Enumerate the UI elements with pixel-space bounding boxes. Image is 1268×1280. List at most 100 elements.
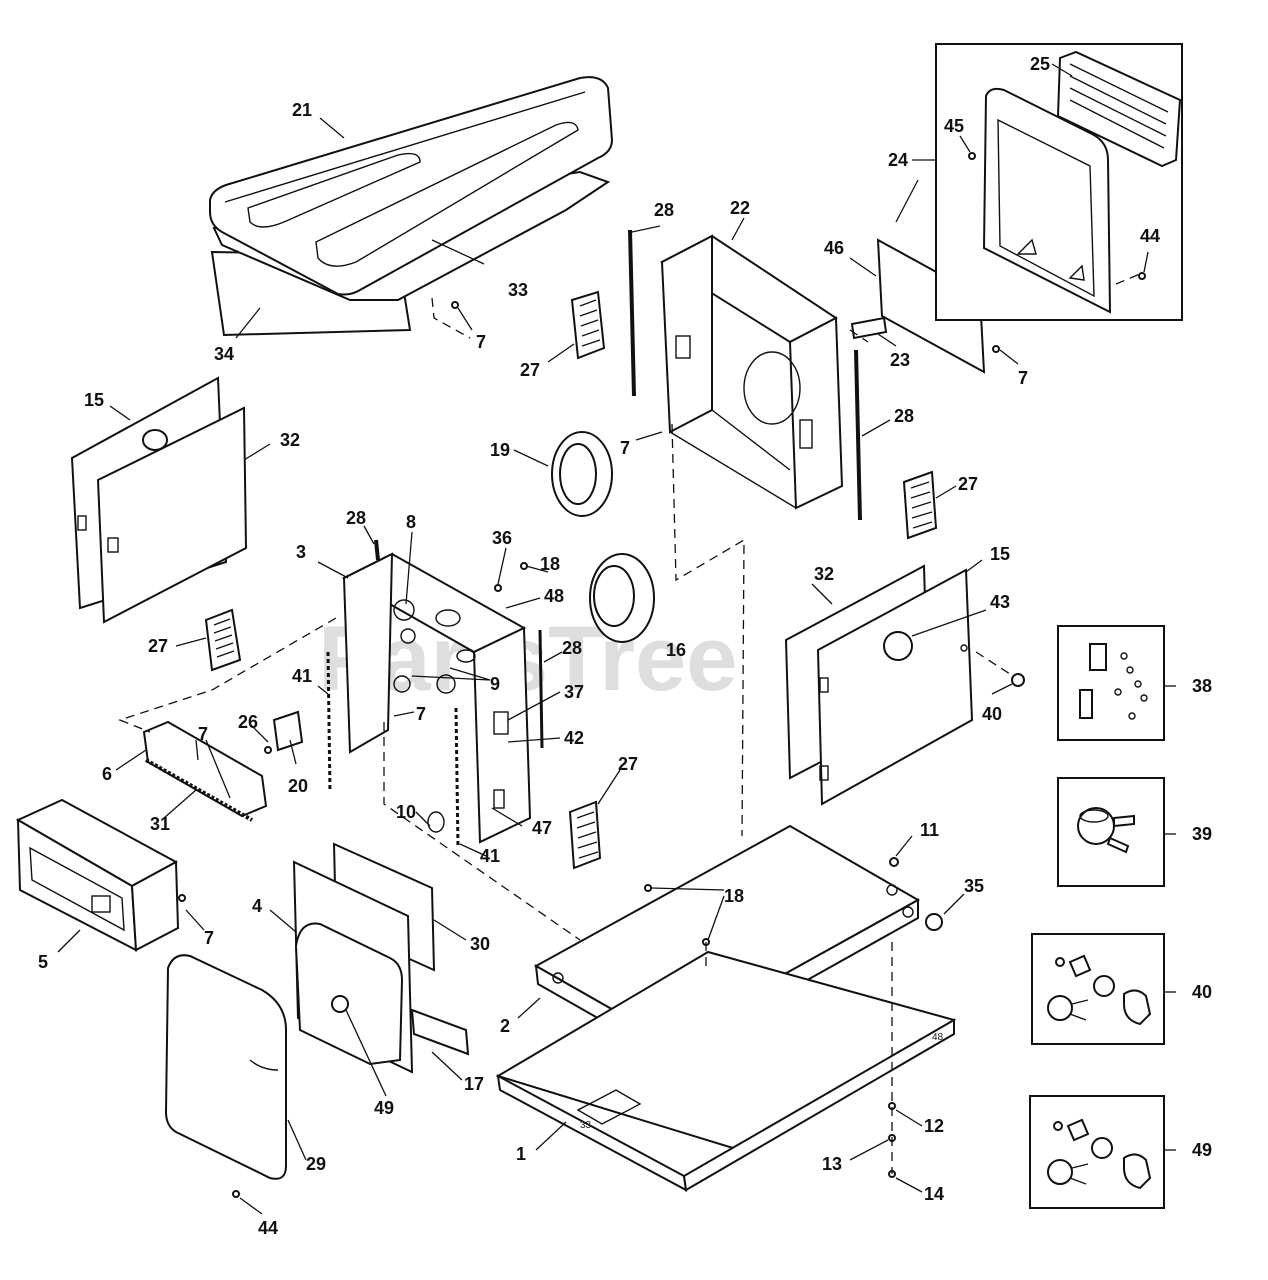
callout-7-box: 7 [204, 928, 214, 948]
ring-19 [551, 431, 613, 517]
roof-21 [209, 76, 614, 296]
callout-21: 21 [292, 100, 312, 120]
alignment-lines [118, 273, 1141, 1174]
strip-31 [145, 758, 253, 822]
callout-49-lock: 49 [374, 1098, 394, 1118]
callout-14: 14 [924, 1184, 944, 1204]
callout-9: 9 [490, 674, 500, 694]
callout-2: 2 [500, 1016, 510, 1036]
callout-18-top: 18 [540, 554, 560, 574]
callout-24: 24 [888, 150, 908, 170]
strip-28-a [628, 229, 636, 397]
callout-32-right: 32 [814, 564, 834, 584]
callout-49-inset: 49 [1192, 1140, 1212, 1160]
callout-27-top: 27 [520, 360, 540, 380]
callout-26: 26 [238, 712, 258, 732]
callout-22: 22 [730, 198, 750, 218]
callout-38: 38 [1192, 676, 1212, 696]
callout-41-right: 41 [480, 846, 500, 866]
strip-28-c [374, 539, 380, 561]
callout-36: 36 [492, 528, 512, 548]
hinge-kit-38 [1079, 643, 1148, 720]
callout-40-inset: 40 [1192, 982, 1212, 1002]
vent-27-left [204, 608, 242, 672]
callout-18-base: 18 [724, 886, 744, 906]
callout-33: 33 [508, 280, 528, 300]
callout-5: 5 [38, 952, 48, 972]
callout-32-left: 32 [280, 430, 300, 450]
callout-7-frame: 7 [416, 704, 426, 724]
inset-box-38 [1057, 625, 1165, 741]
strip-41-b [454, 707, 460, 849]
callout-7-inset: 7 [1018, 368, 1028, 388]
callout-28-top: 28 [654, 200, 674, 220]
callout-27-left: 27 [148, 636, 168, 656]
callout-48: 48 [544, 586, 564, 606]
bottom-panel-1: 33 48 [495, 950, 957, 1192]
latch-43 [883, 631, 913, 661]
fasteners [178, 152, 1146, 1198]
callout-42: 42 [564, 728, 584, 748]
callout-17: 17 [464, 1074, 484, 1094]
callout-46: 46 [824, 238, 844, 258]
plate-mark-48: 48 [932, 1032, 944, 1043]
leader-lines [57, 63, 1176, 1215]
callout-13: 13 [822, 1154, 842, 1174]
callout-11: 11 [920, 820, 939, 840]
callout-20: 20 [288, 776, 308, 796]
callout-15-right: 15 [990, 544, 1010, 564]
callout-25: 25 [1030, 54, 1050, 74]
callout-28-right: 28 [894, 406, 914, 426]
callout-7-cabinet: 7 [620, 438, 630, 458]
callout-19: 19 [490, 440, 510, 460]
callout-7-roof: 7 [476, 332, 486, 352]
callout-39: 39 [1192, 824, 1212, 844]
insulation-32 [96, 406, 248, 624]
callout-27-bottom: 27 [618, 754, 638, 774]
callout-10: 10 [396, 802, 416, 822]
door-housing [294, 922, 404, 1066]
callout-37: 37 [564, 682, 584, 702]
vent-27-top [570, 290, 606, 360]
callout-27-right: 27 [958, 474, 978, 494]
callout-47: 47 [532, 818, 552, 838]
callout-28-frame: 28 [346, 508, 366, 528]
lock-49 [331, 995, 349, 1013]
front-grille-assembly [982, 50, 1182, 314]
lock-kit-40 [1047, 954, 1152, 1026]
strip-28-b [854, 349, 862, 521]
bracket-20 [272, 710, 304, 752]
callout-15-left: 15 [84, 390, 104, 410]
callout-35: 35 [964, 876, 984, 896]
right-side-panel [784, 564, 974, 806]
callout-44-bottom: 44 [258, 1218, 278, 1238]
strip-41-a [326, 651, 332, 793]
lock-kit-49 [1047, 1118, 1152, 1190]
strip-28-d [538, 629, 544, 749]
key-lock-39 [1077, 807, 1135, 854]
callout-labels: 21 33 34 7 27 28 22 46 24 25 45 44 23 7 … [38, 54, 1212, 1238]
central-frame-3 [341, 552, 532, 844]
callout-30: 30 [470, 934, 490, 954]
callout-3: 3 [296, 542, 306, 562]
base-mark-33: 33 [580, 1120, 592, 1131]
callout-29: 29 [306, 1154, 326, 1174]
strip-17 [410, 1008, 470, 1056]
callout-44-inset: 44 [1140, 226, 1160, 246]
callout-1: 1 [516, 1144, 526, 1164]
label-23 [850, 316, 888, 340]
vent-27-bottom [568, 800, 602, 870]
callout-28-mid: 28 [562, 638, 582, 658]
callout-43: 43 [990, 592, 1010, 612]
roof-assembly [209, 76, 614, 337]
ring-16 [589, 553, 655, 643]
control-box-5 [15, 798, 180, 952]
callout-31: 31 [150, 814, 170, 834]
left-side-panel [70, 376, 248, 624]
callout-23: 23 [890, 350, 910, 370]
callout-40-knob: 40 [982, 704, 1002, 724]
callout-41-left: 41 [292, 666, 312, 686]
back-cabinet-22 [659, 234, 844, 510]
callout-8: 8 [406, 512, 416, 532]
